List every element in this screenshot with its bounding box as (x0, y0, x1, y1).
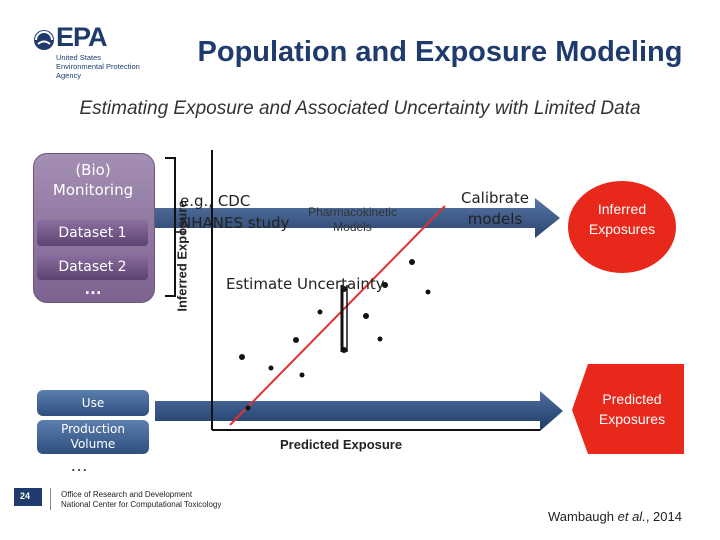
slide-number: 24 (20, 491, 31, 501)
org-name: Office of Research and Development Natio… (61, 490, 221, 510)
inferred-exposures-label: Inferred Exposures (588, 201, 656, 237)
data-point (377, 336, 383, 342)
citation-year: , 2014 (645, 509, 682, 524)
fit-line (229, 205, 446, 426)
slide-title: Population and Exposure Modeling (197, 36, 683, 68)
data-point (268, 365, 274, 371)
top-arrow (155, 198, 560, 238)
bio-bracket (165, 157, 176, 297)
bio-monitoring-label: (Bio) Monitoring (52, 161, 134, 199)
data-point (299, 372, 305, 378)
slide-number-box (14, 488, 42, 506)
citation-author: Wambaugh (548, 509, 614, 524)
slide-subtitle: Estimating Exposure and Associated Uncer… (79, 98, 641, 119)
dataset-1-box: Dataset 1 (37, 220, 148, 246)
data-point (363, 313, 369, 319)
org-line-2: National Center for Computational Toxico… (61, 500, 222, 509)
logo-line1: United States (56, 53, 102, 62)
pk-models-label: Pharmacokinetic Models (308, 205, 397, 234)
bio-ellipsis: … (84, 278, 102, 298)
production-volume-box: Production Volume (37, 420, 149, 454)
epa-logo: EPA United States Environmental Protecti… (32, 22, 162, 82)
data-point (382, 282, 388, 288)
dataset-2-box: Dataset 2 (37, 254, 148, 280)
logo-line3: Agency (56, 71, 82, 80)
use-box: Use (37, 390, 149, 416)
nhanes-note: e.g., CDC NHANES study (180, 192, 290, 232)
production-ellipsis: … (70, 455, 88, 475)
data-point (341, 347, 347, 353)
epa-logo-mark (34, 30, 54, 50)
estimate-uncertainty-label: Estimate Uncertainty (226, 275, 385, 293)
data-point (341, 286, 347, 292)
data-point (317, 309, 323, 315)
data-point (239, 354, 245, 360)
footer-divider (50, 488, 51, 510)
logo-wordmark: EPA (56, 22, 108, 52)
bottom-arrow (155, 391, 563, 431)
x-axis-label: Predicted Exposure (280, 437, 403, 452)
data-point (425, 289, 431, 295)
calibrate-models-label: Calibrate models (461, 189, 529, 228)
citation-etal: et al. (617, 509, 646, 524)
citation: Wambaugh et al., 2014 (548, 509, 682, 524)
org-line-1: Office of Research and Development (61, 490, 193, 499)
data-points (239, 259, 431, 411)
inferred-exposures-shape (568, 181, 676, 273)
data-point (293, 337, 299, 343)
data-point (409, 259, 415, 265)
predicted-exposures-label: Predicted Exposures (598, 391, 666, 427)
data-point (245, 405, 251, 411)
logo-line2: Environmental Protection (56, 62, 140, 71)
predicted-exposures-shape (572, 364, 684, 454)
